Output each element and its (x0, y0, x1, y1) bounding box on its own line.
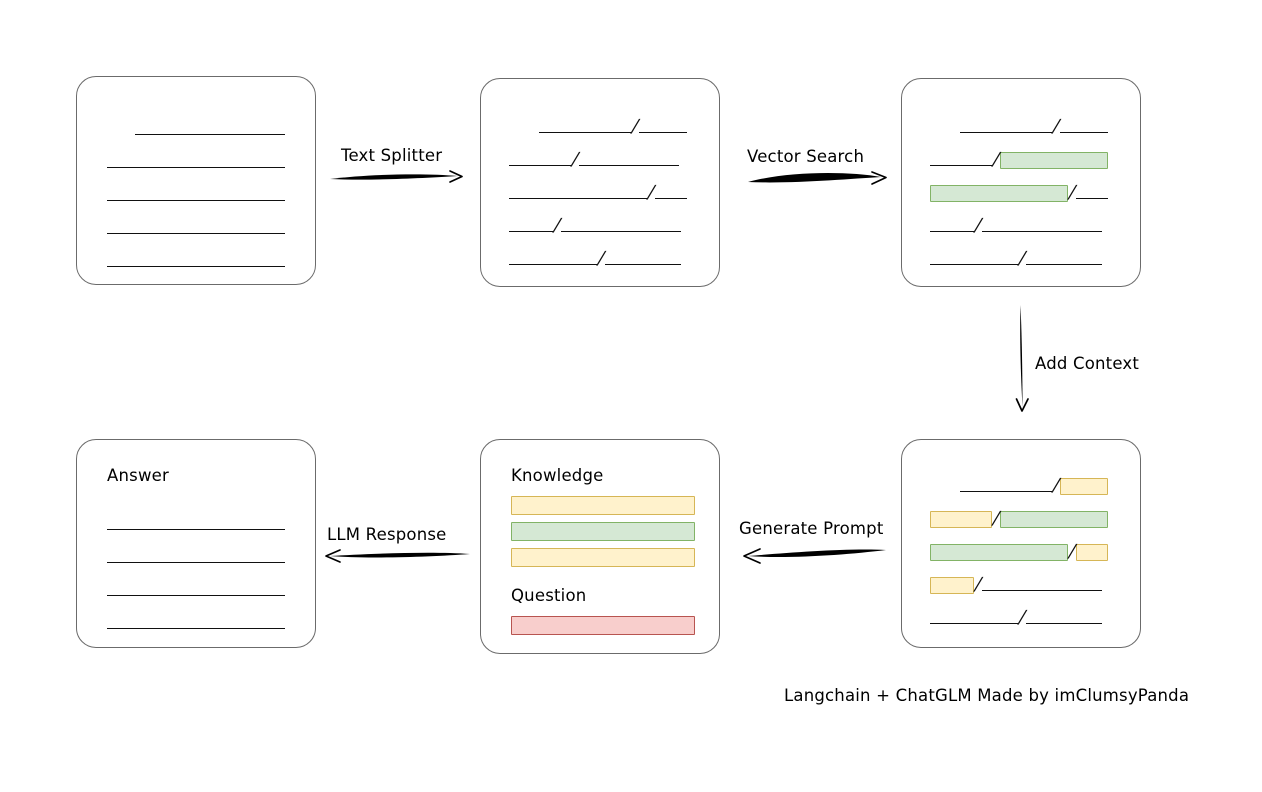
highlight-green (1000, 510, 1109, 528)
slash-separator: / (972, 215, 985, 236)
source-document-box[interactable] (76, 76, 316, 285)
text-line: / (930, 116, 1109, 137)
rule-segment (982, 231, 1103, 232)
slash-separator: / (645, 182, 658, 203)
rule-segment (509, 165, 571, 166)
rule-segment (1060, 132, 1109, 133)
text-line: / (930, 182, 1109, 203)
text-line: / (509, 248, 682, 269)
rule-segment (107, 266, 285, 267)
generate-prompt-arrow (743, 548, 886, 564)
answer-box[interactable]: Answer (76, 439, 316, 648)
generate-prompt-label: Generate Prompt (739, 519, 884, 538)
rule-segment (107, 562, 285, 563)
highlight-green (1000, 151, 1109, 169)
vector-search-label: Vector Search (747, 147, 865, 166)
rule-segment (930, 623, 1018, 624)
slash-separator: / (1016, 248, 1029, 269)
add-context-label: Add Context (1035, 354, 1140, 373)
rule-segment (539, 132, 631, 133)
text-line: / (509, 215, 682, 236)
rule-segment (1076, 198, 1109, 199)
rule-segment (107, 628, 285, 629)
highlight-green (930, 543, 1068, 561)
split-chunks-box[interactable]: / / / / / (480, 78, 720, 287)
prompt-bar-green (511, 522, 695, 541)
highlight-yellow (1076, 543, 1109, 561)
rule-segment (982, 590, 1103, 591)
rule-segment (561, 231, 682, 232)
prompt-bar-red (511, 616, 695, 635)
text-line: / (509, 149, 680, 170)
highlight-yellow (930, 510, 992, 528)
highlight-yellow (930, 576, 974, 594)
slash-separator: / (569, 149, 582, 170)
rule-segment (655, 198, 688, 199)
text-line (107, 582, 285, 598)
rule-segment (930, 165, 992, 166)
diagram-caption: Langchain + ChatGLM Made by imClumsyPand… (784, 686, 1190, 705)
text-line: / (930, 574, 1103, 595)
rule-segment (135, 134, 285, 135)
rule-segment (509, 198, 647, 199)
text-splitter-arrow (330, 170, 463, 183)
text-line: / (930, 248, 1103, 269)
text-line (107, 187, 285, 203)
text-splitter-label: Text Splitter (341, 146, 443, 165)
text-line: / (930, 149, 1109, 170)
rule-segment (107, 529, 285, 530)
llm-response-label: LLM Response (327, 525, 447, 544)
text-line (107, 253, 285, 269)
text-line (107, 516, 285, 532)
rule-segment (579, 165, 680, 166)
text-line: / (930, 475, 1109, 496)
highlight-green (930, 184, 1068, 202)
prompt-bar-yellow (511, 548, 695, 567)
text-line: / (930, 215, 1103, 236)
text-line: / (509, 116, 688, 137)
text-line (107, 615, 285, 631)
rule-segment (107, 595, 285, 596)
context-chunks-box[interactable]: / / / / / (901, 439, 1141, 648)
rule-segment (605, 264, 682, 265)
retrieved-chunks-box[interactable]: / / / / / (901, 78, 1141, 287)
question-label: Question (511, 586, 587, 605)
text-line (107, 220, 285, 236)
text-line: / (509, 182, 688, 203)
slash-separator: / (629, 116, 642, 137)
rule-segment (1026, 264, 1103, 265)
slash-separator: / (595, 248, 608, 269)
prompt-bar-yellow (511, 496, 695, 515)
text-line: / (930, 541, 1109, 562)
text-line (107, 549, 285, 565)
text-line: / (930, 508, 1109, 529)
llm-response-arrow (325, 549, 470, 563)
answer-title: Answer (107, 466, 169, 485)
rule-segment (1026, 623, 1103, 624)
slash-separator: / (1016, 607, 1029, 628)
rule-segment (960, 132, 1052, 133)
highlight-yellow (1060, 477, 1109, 495)
rule-segment (930, 264, 1018, 265)
knowledge-label: Knowledge (511, 466, 604, 485)
slash-separator: / (1050, 116, 1063, 137)
rule-segment (107, 200, 285, 201)
text-line: / (930, 607, 1103, 628)
prompt-box[interactable]: Knowledge Question (480, 439, 720, 654)
add-context-arrow (1015, 305, 1029, 412)
rule-segment (960, 491, 1052, 492)
rule-segment (639, 132, 688, 133)
rule-segment (509, 231, 553, 232)
rule-segment (930, 231, 974, 232)
rule-segment (107, 167, 285, 168)
vector-search-arrow (748, 171, 887, 185)
text-line (107, 154, 285, 170)
rule-segment (107, 233, 285, 234)
slash-separator: / (551, 215, 564, 236)
text-line (107, 121, 285, 137)
rule-segment (509, 264, 597, 265)
